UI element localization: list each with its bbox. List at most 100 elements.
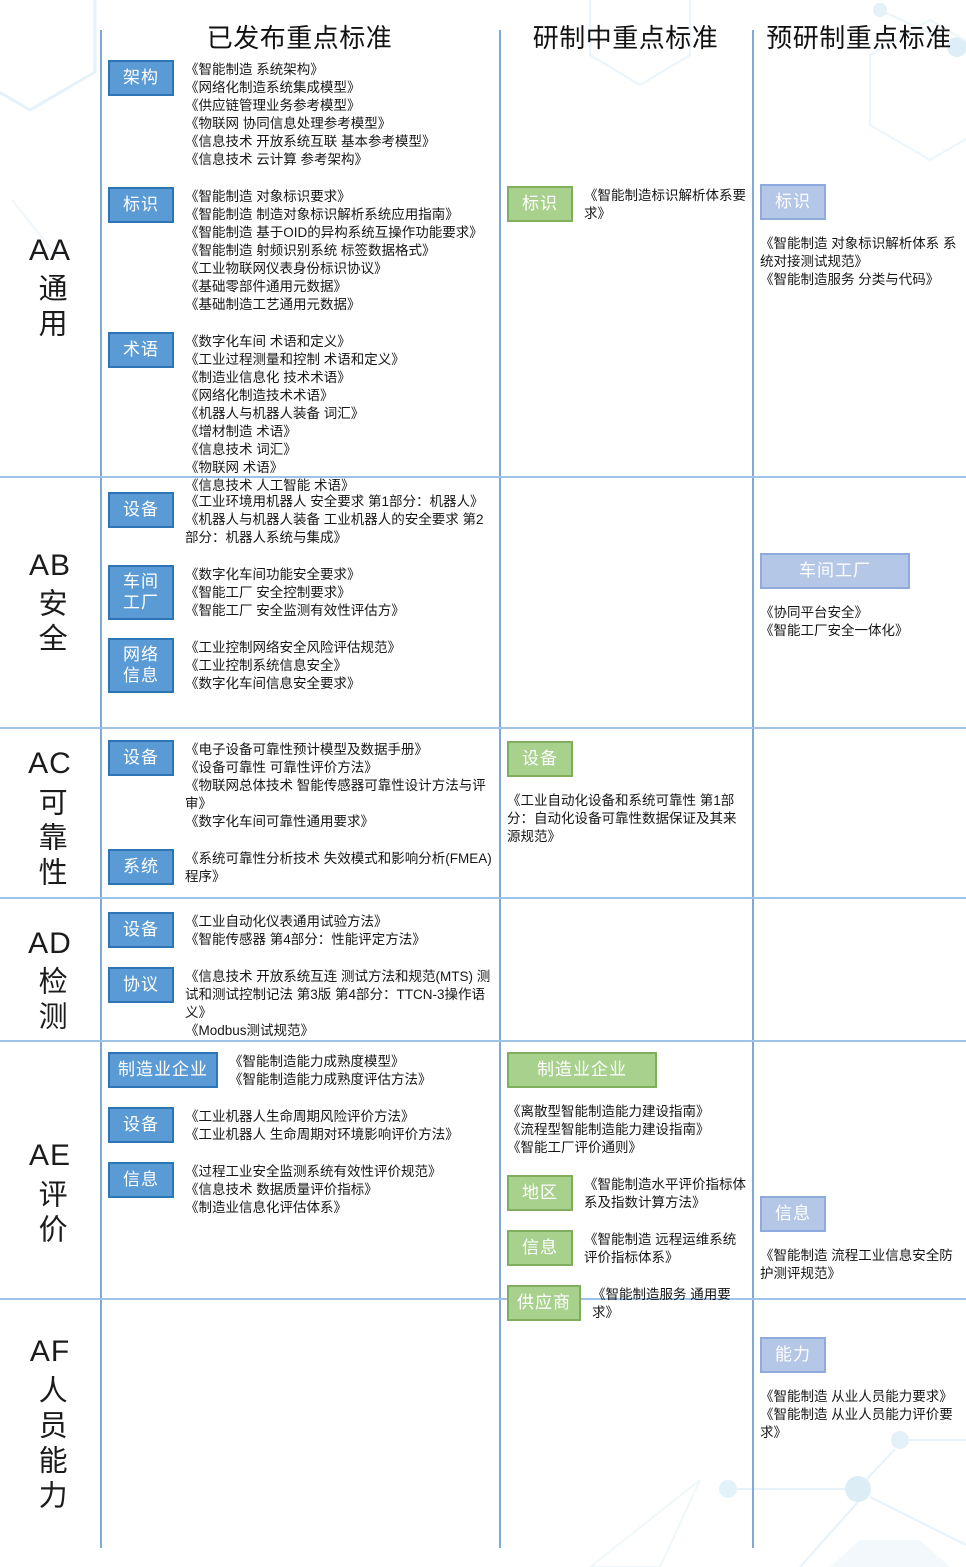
- standard-item: 《Modbus测试规范》: [185, 1023, 315, 1038]
- cell-AD-developing: [499, 899, 752, 1062]
- standard-item: 《智能制造能力成熟度评估方法》: [229, 1072, 432, 1087]
- category-tag: 设备: [108, 492, 174, 528]
- standard-item: 《智能制造 系统架构》: [185, 62, 324, 77]
- standard-group: 设备《工业自动化设备和系统可靠性 第1部分：自动化设备可靠性数据保证及其来源规范…: [507, 741, 748, 846]
- cell-AA-pre_research: 标识《智能制造 对象标识解析体系 系统对接测试规范》《智能制造服务 分类与代码》: [752, 58, 966, 517]
- standard-item: 《物联网总体技术 智能传感器可靠性设计方法与评审》: [185, 778, 486, 811]
- standard-item: 《电子设备可靠性预计模型及数据手册》: [185, 742, 428, 757]
- standard-item: 《智能制造 对象标识要求》: [185, 189, 351, 204]
- row-name: 通用: [34, 273, 67, 344]
- standards-list: 《系统可靠性分析技术 失效模式和影响分析(FMEA)程序》: [185, 849, 495, 886]
- standard-item: 《智能工厂 安全监测有效性评估方》: [185, 603, 405, 618]
- category-tag: 网络 信息: [108, 638, 174, 693]
- row-code: AD: [28, 926, 72, 960]
- standards-list: 《数字化车间 术语和定义》《工业过程测量和控制 术语和定义》《制造业信息化 技术…: [185, 332, 495, 495]
- cell-AB-published: 设备《工业环境用机器人 安全要求 第1部分：机器人》《机器人与机器人装备 工业机…: [100, 478, 499, 727]
- standard-group: 协议《信息技术 开放系统互连 测试方法和规范(MTS) 测试和测试控制记法 第3…: [108, 967, 495, 1040]
- cell-AD-pre_research: [752, 899, 966, 1062]
- row-name: 评价: [34, 1178, 67, 1249]
- standard-item: 《智能制造服务 通用要求》: [592, 1287, 731, 1320]
- standard-item: 《信息技术 开放系统互连 测试方法和规范(MTS) 测试和测试控制记法 第3版 …: [185, 969, 491, 1020]
- standard-group: 标识《智能制造 对象标识解析体系 系统对接测试规范》《智能制造服务 分类与代码》: [760, 184, 962, 289]
- standard-item: 《数字化车间 术语和定义》: [185, 334, 351, 349]
- standards-list: 《工业环境用机器人 安全要求 第1部分：机器人》《机器人与机器人装备 工业机器人…: [185, 492, 495, 547]
- category-tag: 设备: [507, 741, 573, 777]
- standards-list: 《智能制造 从业人员能力要求》《智能制造 从业人员能力评价要求》: [760, 1387, 962, 1442]
- standard-item: 《增材制造 术语》: [185, 424, 297, 439]
- standard-group: 系统《系统可靠性分析技术 失效模式和影响分析(FMEA)程序》: [108, 849, 495, 886]
- standard-item: 《物联网 协同信息处理参考模型》: [185, 116, 392, 131]
- standard-item: 《智能制造 从业人员能力评价要求》: [760, 1407, 953, 1440]
- column-headers: 已发布重点标准 研制中重点标准 预研制重点标准: [0, 14, 966, 58]
- row-label-AE: AE 评价: [0, 1042, 100, 1344]
- standard-item: 《智能工厂评价通则》: [507, 1140, 642, 1155]
- category-tag: 协议: [108, 967, 174, 1003]
- standard-group: 设备《工业机器人生命周期风险评价方法》《工业机器人 生命周期对环境影响评价方法》: [108, 1107, 495, 1144]
- standards-list: 《智能制造 远程运维系统 评价指标体系》: [584, 1230, 748, 1267]
- row-label-AB: AB 安全: [0, 478, 100, 727]
- standards-list: 《信息技术 开放系统互连 测试方法和规范(MTS) 测试和测试控制记法 第3版 …: [185, 967, 495, 1040]
- category-tag: 制造业企业: [507, 1052, 657, 1088]
- standard-item: 《信息技术 云计算 参考架构》: [185, 152, 369, 167]
- standards-list: 《工业控制网络安全风险评估规范》《工业控制系统信息安全》《数字化车间信息安全要求…: [185, 638, 495, 693]
- standards-list: 《智能制造 对象标识解析体系 系统对接测试规范》《智能制造服务 分类与代码》: [760, 234, 962, 289]
- category-tag: 设备: [108, 1107, 174, 1143]
- column-title-pre-research: 预研制重点标准: [766, 22, 952, 53]
- standards-list: 《智能制造 流程工业信息安全防护测评规范》: [760, 1246, 962, 1283]
- standard-item: 《智能制造能力成熟度模型》: [229, 1054, 405, 1069]
- category-tag: 车间 工厂: [108, 565, 174, 620]
- standard-group: 标识《智能制造 对象标识要求》《智能制造 制造对象标识解析系统应用指南》《智能制…: [108, 187, 495, 314]
- cell-AE-pre_research: 信息《智能制造 流程工业信息安全防护测评规范》: [752, 1042, 966, 1344]
- standard-item: 《智能制造 制造对象标识解析系统应用指南》: [185, 207, 459, 222]
- row-label-AC: AC 可靠性: [0, 729, 100, 908]
- standard-group: 设备《工业环境用机器人 安全要求 第1部分：机器人》《机器人与机器人装备 工业机…: [108, 492, 495, 547]
- cell-AC-pre_research: [752, 729, 966, 908]
- row-code: AC: [28, 747, 72, 781]
- row-name: 安全: [34, 588, 67, 659]
- standard-item: 《工业控制系统信息安全》: [185, 658, 347, 673]
- standard-item: 《物联网 术语》: [185, 460, 284, 475]
- column-title-published: 已发布重点标准: [206, 22, 393, 53]
- standard-item: 《协同平台安全》: [760, 605, 868, 620]
- category-tag: 地区: [507, 1175, 573, 1211]
- standard-item: 《智能制造服务 分类与代码》: [760, 272, 940, 287]
- standard-item: 《智能制造 射频识别系统 标签数据格式》: [185, 243, 436, 258]
- row-label-column-spacer: [0, 14, 100, 58]
- cell-AE-developing: 制造业企业《离散型智能制造能力建设指南》《流程型智能制造能力建设指南》《智能工厂…: [499, 1042, 752, 1344]
- category-tag: 供应商: [507, 1285, 581, 1321]
- standard-item: 《数字化车间功能安全要求》: [185, 567, 361, 582]
- category-tag: 设备: [108, 912, 174, 948]
- standards-list: 《工业自动化设备和系统可靠性 第1部分：自动化设备可靠性数据保证及其来源规范》: [507, 791, 748, 846]
- standard-group: 制造业企业《离散型智能制造能力建设指南》《流程型智能制造能力建设指南》《智能工厂…: [507, 1052, 748, 1157]
- category-tag: 设备: [108, 740, 174, 776]
- standard-group: 信息《智能制造 远程运维系统 评价指标体系》: [507, 1230, 748, 1267]
- standard-item: 《信息技术 数据质量评价指标》: [185, 1182, 378, 1197]
- standard-item: 《工业环境用机器人 安全要求 第1部分：机器人》: [185, 494, 484, 509]
- row-name: 可靠性: [34, 786, 67, 892]
- standard-item: 《智能制造 基于OID的异构系统互操作功能要求》: [185, 225, 483, 240]
- standards-list: 《智能制造服务 通用要求》: [592, 1285, 748, 1322]
- row-code: AB: [28, 548, 72, 582]
- category-tag: 标识: [507, 186, 573, 222]
- standard-item: 《智能传感器 第4部分：性能评定方法》: [185, 932, 426, 947]
- standard-group: 制造业企业《智能制造能力成熟度模型》《智能制造能力成熟度评估方法》: [108, 1052, 495, 1089]
- standard-item: 《智能工厂安全一体化》: [760, 623, 909, 638]
- standard-item: 《智能制造 流程工业信息安全防护测评规范》: [760, 1248, 953, 1281]
- standard-group: 信息《过程工业安全监测系统有效性评价规范》《信息技术 数据质量评价指标》《制造业…: [108, 1162, 495, 1217]
- standards-list: 《智能制造水平评价指标体系及指数计算方法》: [584, 1175, 748, 1212]
- cell-AF-published: [100, 1300, 499, 1548]
- category-tag: 标识: [760, 184, 826, 220]
- standard-item: 《工业过程测量和控制 术语和定义》: [185, 352, 405, 367]
- standard-item: 《智能工厂 安全控制要求》: [185, 585, 351, 600]
- standard-group: 架构《智能制造 系统架构》《网络化制造系统集成模型》《供应链管理业务参考模型》《…: [108, 60, 495, 169]
- standard-item: 《智能制造水平评价指标体系及指数计算方法》: [584, 1177, 746, 1210]
- category-tag: 架构: [108, 60, 174, 96]
- standard-group: 地区《智能制造水平评价指标体系及指数计算方法》: [507, 1175, 748, 1212]
- standard-item: 《工业物联网仪表身份标识协议》: [185, 261, 388, 276]
- row-code: AE: [28, 1139, 72, 1173]
- row-code: AA: [28, 233, 72, 267]
